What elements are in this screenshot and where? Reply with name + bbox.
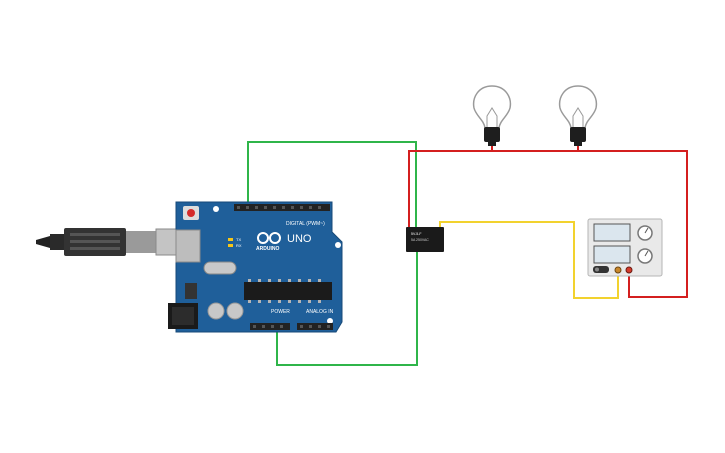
positive-terminal[interactable] bbox=[625, 266, 633, 274]
analog-label: ANALOG IN bbox=[306, 309, 334, 315]
yellow-wire[interactable] bbox=[439, 221, 619, 299]
digital-header-label: DIGITAL (PWM~) bbox=[286, 221, 325, 227]
current-knob[interactable] bbox=[637, 248, 653, 264]
power-label: POWER bbox=[271, 309, 290, 315]
reset-button[interactable] bbox=[187, 209, 195, 217]
analog-header[interactable] bbox=[297, 323, 333, 330]
model-label: UNO bbox=[287, 233, 312, 245]
power-supply-icon[interactable] bbox=[587, 218, 663, 277]
arduino-logo-icon bbox=[257, 232, 281, 244]
lightbulb-icon[interactable] bbox=[472, 85, 512, 146]
tx-label: TX bbox=[236, 237, 241, 242]
brand-label: ARDUINO bbox=[256, 246, 279, 252]
negative-terminal[interactable] bbox=[614, 266, 622, 274]
relay-rating-label: 5A 250VAC bbox=[411, 238, 429, 242]
power-header[interactable] bbox=[250, 323, 290, 330]
rx-label: RX bbox=[236, 243, 242, 248]
arduino-board-icon[interactable]: DIGITAL (PWM~) TX RX UNO ARDUINO POWER A… bbox=[168, 201, 343, 333]
supply-display-current bbox=[593, 245, 631, 264]
lightbulb-icon[interactable] bbox=[558, 85, 598, 146]
relay-icon[interactable]: 5V-5-F 5A 250VAC bbox=[406, 227, 444, 252]
usb-cable-icon bbox=[36, 228, 181, 256]
wires bbox=[247, 141, 688, 366]
green-wire-signal[interactable] bbox=[247, 141, 417, 236]
supply-display-voltage bbox=[593, 223, 631, 242]
relay-model-label: 5V-5-F bbox=[411, 232, 422, 236]
red-wire-load[interactable] bbox=[408, 150, 688, 298]
green-wire-ground[interactable] bbox=[276, 248, 418, 366]
